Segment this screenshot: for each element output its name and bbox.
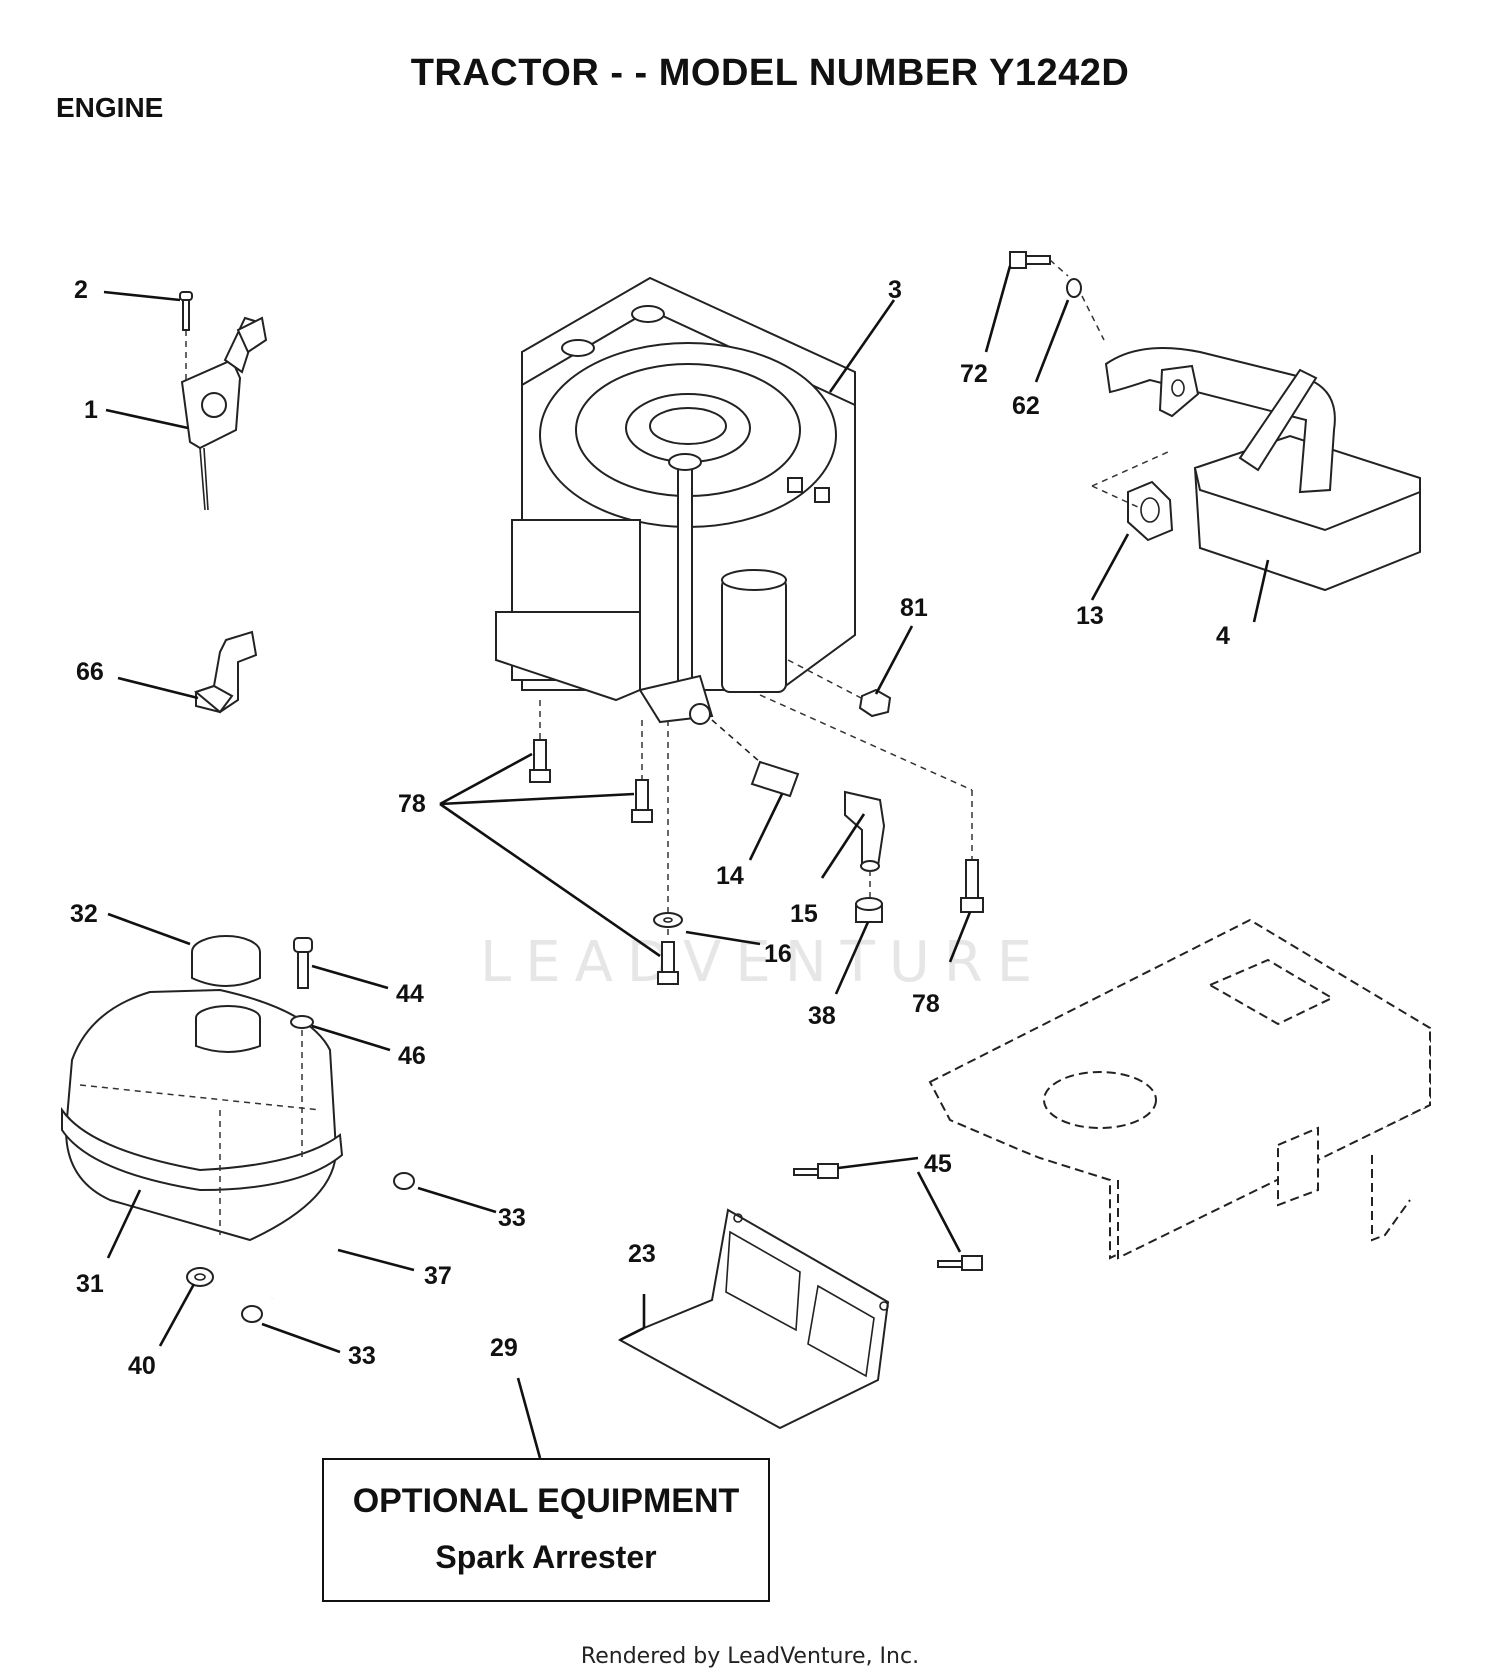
callout-78-right: 78 [912,990,940,1018]
tractor-frame-part[interactable] [928,918,1431,1260]
callout-37: 37 [424,1262,452,1290]
washer-part[interactable] [653,912,683,928]
watermark-text: LEADVENTURE [480,930,1047,995]
elbow-fitting-part[interactable] [844,790,886,872]
section-label: ENGINE [56,92,164,123]
callout-1: 1 [84,396,98,424]
screw-part[interactable] [179,291,193,331]
washer-part[interactable] [290,1015,314,1029]
nut-part[interactable] [858,688,892,718]
optional-equipment-item: Spark Arrester [435,1539,657,1575]
drain-extension-part[interactable] [711,719,800,798]
bolt-part[interactable] [631,779,653,823]
bolt-part[interactable] [657,941,679,985]
callout-66: 66 [76,658,104,686]
throttle-control-part[interactable] [180,316,268,511]
callout-33-lower: 33 [348,1342,376,1370]
muffler-part[interactable] [1104,347,1421,592]
callout-2: 2 [74,276,88,304]
washer-part[interactable] [1066,278,1082,298]
bolt-part[interactable] [529,739,551,783]
bushing-part[interactable] [186,1267,214,1287]
callout-16: 16 [764,940,792,968]
bracket-part[interactable] [193,630,258,714]
screw-part[interactable] [793,1163,839,1179]
drain-cap-part[interactable] [855,897,883,923]
callout-81: 81 [900,594,928,622]
callout-32: 32 [70,900,98,928]
engine-part[interactable] [495,276,856,725]
callout-62: 62 [1012,392,1040,420]
callout-45: 45 [924,1150,952,1178]
fuel-cap-part[interactable] [191,935,261,987]
callout-14: 14 [716,862,744,890]
callout-40: 40 [128,1352,156,1380]
screw-part[interactable] [937,1255,983,1271]
fuel-line-part[interactable] [270,1173,404,1300]
callout-29: 29 [490,1334,518,1362]
bolt-part[interactable] [960,859,984,913]
leader-lines [103,265,1270,1459]
optional-equipment-heading: OPTIONAL EQUIPMENT [352,1482,740,1520]
callout-78-left: 78 [398,790,426,818]
callout-38: 38 [808,1002,836,1030]
callout-13: 13 [1076,602,1104,630]
shield-plate-part[interactable] [617,1208,890,1430]
callout-15: 15 [790,900,818,928]
hose-clamp-part[interactable] [241,1305,263,1323]
callout-72: 72 [960,360,988,388]
callout-labels: 2 1 66 3 72 62 13 4 81 78 14 15 16 38 78… [70,276,1230,1380]
bolt-part[interactable] [1009,251,1051,269]
screw-part[interactable] [293,937,313,989]
optional-equipment-box: OPTIONAL EQUIPMENT Spark Arrester [322,1458,770,1602]
footer-credit: Rendered by LeadVenture, Inc. [580,1644,920,1669]
fuel-tank-part[interactable] [61,988,344,1242]
gasket-part[interactable] [1127,480,1174,542]
callout-23: 23 [628,1240,656,1268]
callout-46: 46 [398,1042,426,1070]
callout-33-upper: 33 [498,1204,526,1232]
page-title: TRACTOR - - MODEL NUMBER Y1242D [410,52,1130,94]
callout-4: 4 [1216,622,1230,650]
callout-44: 44 [396,980,424,1008]
hose-clamp-part[interactable] [393,1172,415,1190]
callout-3: 3 [888,276,902,304]
callout-31: 31 [76,1270,104,1298]
